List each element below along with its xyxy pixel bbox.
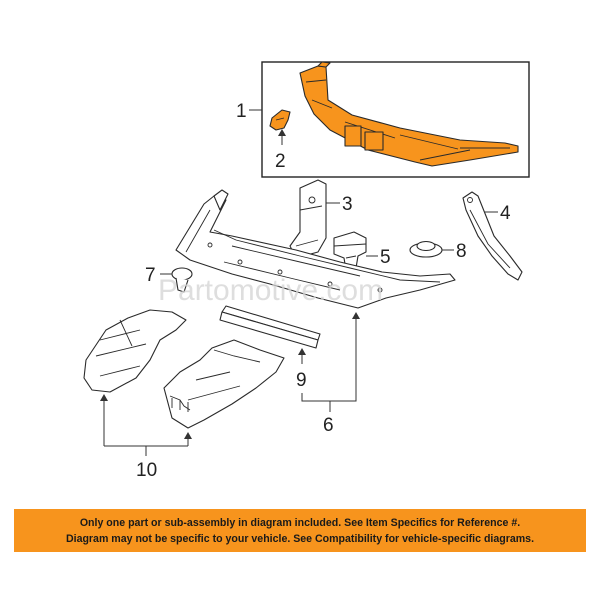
notice-banner: Only one part or sub-assembly in diagram… <box>14 509 586 552</box>
notice-line-2: Diagram may not be specific to your vehi… <box>65 532 535 545</box>
highlight-frame <box>261 61 530 178</box>
callout-10: 10 <box>136 460 157 481</box>
callout-8: 8 <box>456 241 467 262</box>
part-7-clip <box>171 267 193 293</box>
part-10-left-deflector <box>83 309 187 393</box>
callout-6: 6 <box>323 415 334 436</box>
part-9-seal <box>219 305 321 349</box>
arrow-6 <box>352 312 360 319</box>
callout-4: 4 <box>500 203 511 224</box>
callout-7: 7 <box>145 265 156 286</box>
arrow-10-left <box>100 394 108 401</box>
callout-9: 9 <box>296 370 307 391</box>
highlighted-part-bracket <box>269 109 291 131</box>
callout-2: 2 <box>275 151 286 172</box>
part-6-upper-panel <box>175 189 456 309</box>
callout-5: 5 <box>380 247 391 268</box>
callout-1: 1 <box>236 101 247 122</box>
part-4-brace <box>462 191 523 281</box>
arrow-9 <box>298 348 306 355</box>
highlighted-part-tie-bar <box>299 61 519 167</box>
watermark: Partomotive.com <box>158 274 383 307</box>
lead-6 <box>301 316 357 402</box>
part-3-bracket <box>289 179 327 259</box>
part-8-grommet <box>409 240 443 258</box>
arrow-10-right <box>184 432 192 439</box>
arrow-2 <box>278 129 286 136</box>
callout-3: 3 <box>342 194 353 215</box>
part-5-latch <box>333 231 367 271</box>
notice-line-1: Only one part or sub-assembly in diagram… <box>79 516 521 529</box>
part-10-right-deflector <box>163 339 285 429</box>
